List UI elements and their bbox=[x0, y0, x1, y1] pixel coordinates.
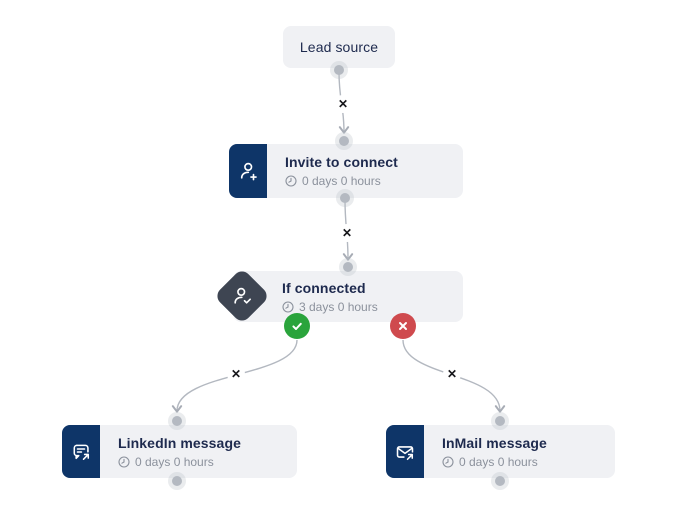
node-title: Invite to connect bbox=[285, 154, 398, 170]
clock-icon bbox=[282, 300, 294, 313]
delay-text: 0 days 0 hours bbox=[459, 454, 538, 469]
node-title: LinkedIn message bbox=[118, 434, 241, 451]
person-add-icon bbox=[229, 144, 267, 198]
delay-text: 0 days 0 hours bbox=[135, 454, 214, 469]
node-title: InMail message bbox=[442, 434, 547, 451]
connection-handle[interactable] bbox=[343, 262, 353, 272]
edge-delete-button[interactable]: ✕ bbox=[227, 365, 245, 383]
check-icon bbox=[292, 322, 302, 330]
edge-delete-button[interactable]: ✕ bbox=[334, 95, 352, 113]
edge-delete-button[interactable]: ✕ bbox=[443, 365, 461, 383]
connection-handle[interactable] bbox=[172, 416, 182, 426]
node-delay: 0 days 0 hours bbox=[442, 455, 547, 469]
node-delay: 0 days 0 hours bbox=[285, 174, 398, 188]
connection-handle[interactable] bbox=[339, 136, 349, 146]
node-delay: 0 days 0 hours bbox=[118, 455, 241, 469]
edge-delete-button[interactable]: ✕ bbox=[338, 224, 356, 242]
clock-icon bbox=[442, 455, 454, 468]
connection-handle[interactable] bbox=[172, 476, 182, 486]
delay-text: 3 days 0 hours bbox=[299, 299, 378, 314]
node-title: If connected bbox=[282, 279, 366, 296]
condition-no-badge[interactable] bbox=[390, 313, 416, 339]
node-if-connected[interactable]: If connected 3 days 0 hours bbox=[233, 271, 463, 322]
node-lead-source[interactable]: Lead source bbox=[283, 26, 395, 68]
x-icon bbox=[399, 322, 407, 330]
node-invite-to-connect[interactable]: Invite to connect 0 days 0 hours bbox=[229, 144, 463, 198]
inmail-envelope-forward-icon bbox=[386, 425, 424, 478]
connection-handle[interactable] bbox=[340, 193, 350, 203]
person-check-icon bbox=[213, 267, 271, 325]
node-linkedin-message[interactable]: LinkedIn message 0 days 0 hours bbox=[62, 425, 297, 478]
clock-icon bbox=[118, 455, 130, 468]
delay-text: 0 days 0 hours bbox=[302, 174, 381, 188]
chat-message-forward-icon bbox=[62, 425, 100, 478]
condition-yes-badge[interactable] bbox=[284, 313, 310, 339]
clock-icon bbox=[285, 175, 297, 187]
connection-handle[interactable] bbox=[495, 476, 505, 486]
connection-handle[interactable] bbox=[495, 416, 505, 426]
node-title: Lead source bbox=[299, 39, 379, 55]
node-inmail-message[interactable]: InMail message 0 days 0 hours bbox=[386, 425, 615, 478]
connection-handle[interactable] bbox=[334, 65, 344, 75]
node-delay: 3 days 0 hours bbox=[282, 300, 378, 314]
